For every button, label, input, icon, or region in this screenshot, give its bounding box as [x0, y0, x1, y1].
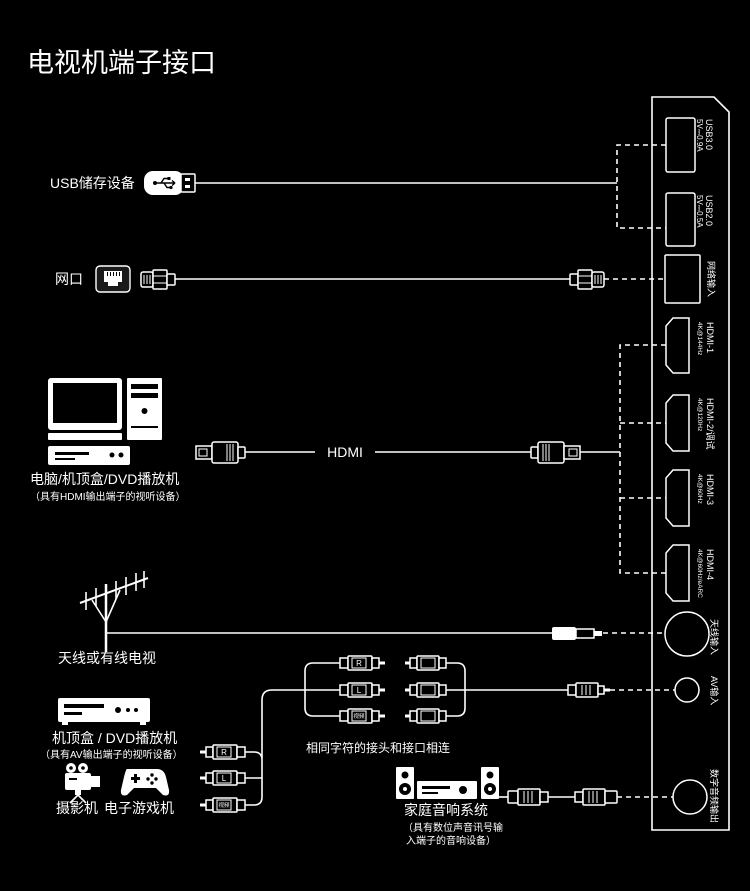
av-plug-tv-icon — [567, 682, 610, 698]
audio-system-label: 家庭音响系统 — [404, 802, 488, 818]
rca-plug-label: L — [357, 686, 362, 695]
antenna-connection: 天线或有线电视 — [58, 571, 665, 666]
antenna-port-name: 天线输入 — [709, 619, 720, 655]
hdmi3-port-name: HDMI-3 — [705, 474, 715, 505]
rca-plug-source-l: L — [200, 770, 246, 786]
hdmi3-port-spec: 4K@60Hz — [696, 474, 703, 504]
rca-plug-label: 视频 — [218, 801, 230, 809]
rca-plug-mid-video: 视频 — [339, 708, 385, 724]
usb2-port-icon — [665, 192, 696, 247]
usb-connection: USB储存设备 — [50, 144, 666, 229]
lan-port-name: 网络输入 — [706, 261, 717, 297]
keyboard-icon — [48, 433, 122, 440]
game-console-label: 电子游戏机 — [104, 800, 174, 816]
tv-panel: USB3.0 5V⎓0.9A USB2.0 5V⎓0.5A 网络输入 HDMI-… — [651, 96, 730, 831]
rca-plug-label: R — [356, 659, 362, 668]
rca-plug-label: L — [222, 774, 227, 783]
av-port-icon — [674, 677, 700, 703]
ethernet-plug-right-icon — [569, 269, 605, 290]
port-antenna: 天线输入 — [664, 611, 720, 657]
hdmi-source-label: 电脑/机顶盒/DVD播放机 — [30, 471, 179, 487]
port-hdmi-2: HDMI-2/调试 4K@120Hz — [665, 394, 716, 452]
usb2-port-name: USB2.0 — [704, 195, 714, 226]
network-label: 网口 — [55, 271, 83, 287]
av-hint-label: 相同字符的接头和接口相连 — [306, 740, 450, 755]
rca-plug-label: 视频 — [353, 712, 365, 720]
rca-plug-mid-r: R — [339, 655, 385, 671]
hdmi1-port-name: HDMI-1 — [705, 322, 715, 353]
dvd-player-icon — [48, 446, 130, 465]
port-hdmi-4: HDMI-4 4K@60Hz/eARC — [665, 544, 715, 602]
av-cable-source-bundle — [245, 689, 305, 806]
computer-icon — [48, 378, 162, 465]
port-usb3: USB3.0 5V⎓0.9A — [665, 117, 714, 173]
usb3-port-icon — [665, 117, 696, 173]
hdmi4-port-name: HDMI-4 — [705, 549, 715, 580]
av-source-note: （具有AV输出端子的视听设备） — [40, 748, 183, 761]
digital-audio-port-icon — [672, 779, 708, 815]
av-connection: 机顶盒 / DVD播放机 （具有AV输出端子的视听设备） 摄影机 电子游戏机 — [40, 655, 675, 816]
usb3-port-spec: 5V⎓0.9A — [695, 119, 704, 152]
port-usb2: USB2.0 5V⎓0.5A — [665, 192, 714, 247]
digital-audio-port-name: 数字音频输出 — [709, 769, 720, 823]
hdmi-cable-label: HDMI — [327, 444, 363, 460]
network-connection: 网口 — [55, 265, 665, 293]
ethernet-plug-left-icon — [140, 269, 176, 290]
antenna-label: 天线或有线电视 — [58, 650, 156, 666]
antenna-port-icon — [664, 611, 710, 657]
rca-plug-cable-3 — [405, 708, 447, 724]
hdmi2-port-spec: 4K@120Hz — [696, 398, 703, 431]
rca-plug-cable-1 — [405, 655, 447, 671]
port-hdmi-3: HDMI-3 4K@60Hz — [665, 469, 715, 527]
usb-stick-icon — [144, 171, 196, 195]
rca-plug-mid-l: L — [339, 682, 385, 698]
hdmi-source-note: （具有HDMI输出端子的视听设备） — [30, 490, 186, 503]
audio-system-note-line2: 入端子的音响设备） — [406, 834, 496, 847]
rca-plug-source-r: R — [200, 744, 246, 760]
page-title: 电视机端子接口 — [27, 48, 216, 78]
usb2-port-spec: 5V⎓0.5A — [695, 195, 704, 228]
av-bracket-left — [304, 662, 340, 717]
audio-system-note-line1: （具有数位声音讯号输 — [403, 821, 503, 834]
digital-audio-connection: 家庭音响系统 （具有数位声音讯号输 入端子的音响设备） — [396, 767, 673, 847]
usb-storage-label: USB储存设备 — [50, 175, 135, 191]
hdmi-port-bracket — [619, 344, 666, 574]
optical-plug-left-icon — [507, 788, 549, 806]
port-lan: 网络输入 — [664, 254, 717, 304]
av-source-label: 机顶盒 / DVD播放机 — [52, 730, 177, 746]
game-controller-icon — [120, 769, 170, 796]
hdmi4-port-spec: 4K@60Hz/eARC — [696, 549, 703, 598]
antenna-icon — [79, 571, 149, 652]
rca-plug-cable-2 — [405, 682, 447, 698]
av-bracket-right — [446, 662, 568, 717]
amplifier-icon — [417, 781, 477, 799]
hdmi-plug-left-icon — [195, 441, 246, 464]
hdmi1-port-spec: 4K@144Hz — [696, 322, 703, 355]
optical-plug-right-icon — [574, 788, 618, 806]
camcorder-label: 摄影机 — [56, 800, 98, 816]
rca-plug-source-video: 视频 — [200, 797, 246, 813]
hdmi4-port-icon — [665, 544, 690, 602]
hdmi2-port-icon — [665, 394, 690, 452]
usb3-port-name: USB3.0 — [704, 119, 714, 150]
home-theater-icon — [396, 767, 499, 799]
hdmi-connection: 电脑/机顶盒/DVD播放机 （具有HDMI输出端子的视听设备） HDMI — [30, 344, 666, 574]
camcorder-icon — [65, 763, 100, 804]
av-port-name: AV输入 — [709, 676, 720, 705]
set-top-box-icon — [58, 698, 150, 725]
port-hdmi-1: HDMI-1 4K@144Hz — [665, 317, 715, 374]
ethernet-socket-icon — [95, 265, 131, 293]
hdmi-plug-right-icon — [530, 441, 581, 464]
lan-port-icon — [664, 254, 701, 304]
hdmi3-port-icon — [665, 469, 690, 527]
hdmi1-port-icon — [665, 317, 690, 374]
hdmi2-port-name: HDMI-2/调试 — [705, 398, 716, 450]
rca-plug-label: R — [221, 748, 227, 757]
usb-port-bracket — [616, 144, 666, 229]
tv-panel-outline — [651, 96, 730, 831]
coax-plug-icon — [552, 627, 602, 640]
